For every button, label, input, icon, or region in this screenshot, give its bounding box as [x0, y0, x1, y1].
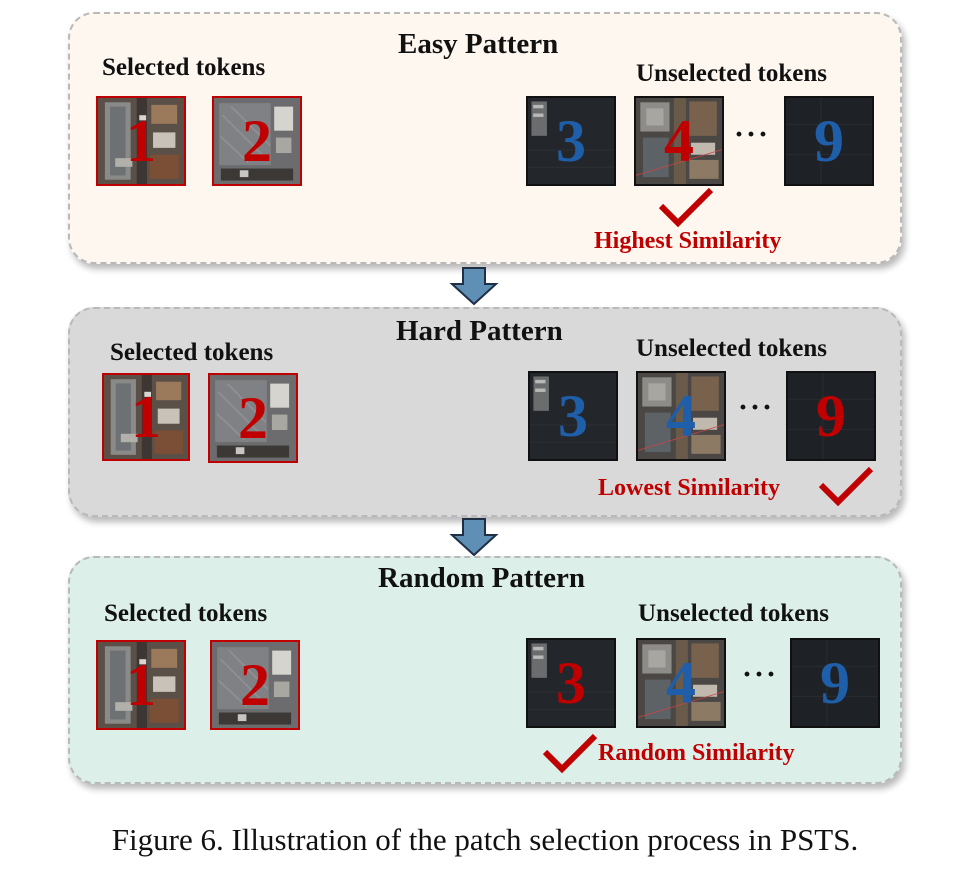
token-number: 1 — [126, 652, 156, 718]
token-number: 4 — [666, 650, 696, 716]
aerial-patch-image — [530, 373, 616, 459]
ellipsis: ··· — [734, 118, 771, 151]
checkmark-icon — [542, 733, 598, 774]
token-tile-1: 1 — [96, 96, 186, 186]
ellipsis: ··· — [742, 658, 779, 691]
aerial-patch-image — [98, 98, 184, 184]
token-tile-4: 4 — [636, 371, 726, 461]
easy-pattern-panel: Easy Pattern Selected tokens Unselected … — [68, 12, 902, 264]
panel-title: Random Pattern — [378, 562, 586, 594]
random-pattern-panel: Random Pattern Selected tokens Unselecte… — [68, 556, 902, 784]
token-number: 3 — [556, 650, 586, 716]
token-number: 2 — [240, 652, 270, 718]
down-arrow-icon — [449, 518, 499, 557]
selected-tokens-label: Selected tokens — [102, 54, 266, 81]
aerial-patch-image — [528, 98, 614, 184]
unselected-tokens-label: Unselected tokens — [636, 60, 827, 87]
checkmark-icon — [658, 187, 714, 228]
similarity-label: Random Similarity — [598, 740, 795, 766]
aerial-patch-image — [638, 373, 724, 459]
token-tile-4: 4 — [636, 638, 726, 728]
token-tile-2: 2 — [208, 373, 298, 463]
token-tile-2: 2 — [212, 96, 302, 186]
selected-tokens-label: Selected tokens — [110, 339, 274, 366]
aerial-patch-image — [792, 640, 878, 726]
aerial-patch-image — [214, 98, 300, 184]
token-number: 4 — [666, 383, 696, 449]
token-tile-3: 3 — [528, 371, 618, 461]
hard-pattern-panel: Hard Pattern Selected tokens Unselected … — [68, 307, 902, 517]
aerial-patch-image — [638, 640, 724, 726]
token-tile-1: 1 — [96, 640, 186, 730]
token-tile-1: 1 — [102, 373, 190, 461]
token-number: 3 — [558, 383, 588, 449]
aerial-patch-image — [786, 98, 872, 184]
aerial-patch-image — [104, 375, 188, 459]
token-tile-9: 9 — [786, 371, 876, 461]
panel-title: Hard Pattern — [396, 315, 563, 347]
token-tile-9: 9 — [790, 638, 880, 728]
figure-caption: Figure 6. Illustration of the patch sele… — [111, 822, 859, 857]
selected-tokens-label: Selected tokens — [104, 600, 268, 627]
token-number: 9 — [820, 650, 850, 716]
token-number: 9 — [816, 383, 846, 449]
token-number: 1 — [126, 108, 156, 174]
token-tile-3: 3 — [526, 96, 616, 186]
aerial-patch-image — [98, 642, 184, 728]
token-tile-9: 9 — [784, 96, 874, 186]
panel-title: Easy Pattern — [398, 28, 559, 60]
unselected-tokens-label: Unselected tokens — [638, 600, 829, 627]
token-tile-3: 3 — [526, 638, 616, 728]
unselected-tokens-label: Unselected tokens — [636, 335, 827, 362]
down-arrow-icon — [449, 267, 499, 306]
aerial-patch-image — [528, 640, 614, 726]
similarity-label: Highest Similarity — [594, 228, 782, 254]
token-number: 2 — [242, 108, 272, 174]
token-number: 4 — [664, 108, 694, 174]
ellipsis: ··· — [738, 391, 775, 424]
aerial-patch-image — [636, 98, 722, 184]
aerial-patch-image — [210, 375, 296, 461]
token-number: 3 — [556, 108, 586, 174]
token-tile-4: 4 — [634, 96, 724, 186]
checkmark-icon — [818, 466, 874, 507]
aerial-patch-image — [788, 373, 874, 459]
similarity-label: Lowest Similarity — [598, 475, 780, 501]
aerial-patch-image — [212, 642, 298, 728]
token-number: 9 — [814, 108, 844, 174]
token-tile-2: 2 — [210, 640, 300, 730]
token-number: 1 — [131, 384, 161, 450]
token-number: 2 — [238, 385, 268, 451]
